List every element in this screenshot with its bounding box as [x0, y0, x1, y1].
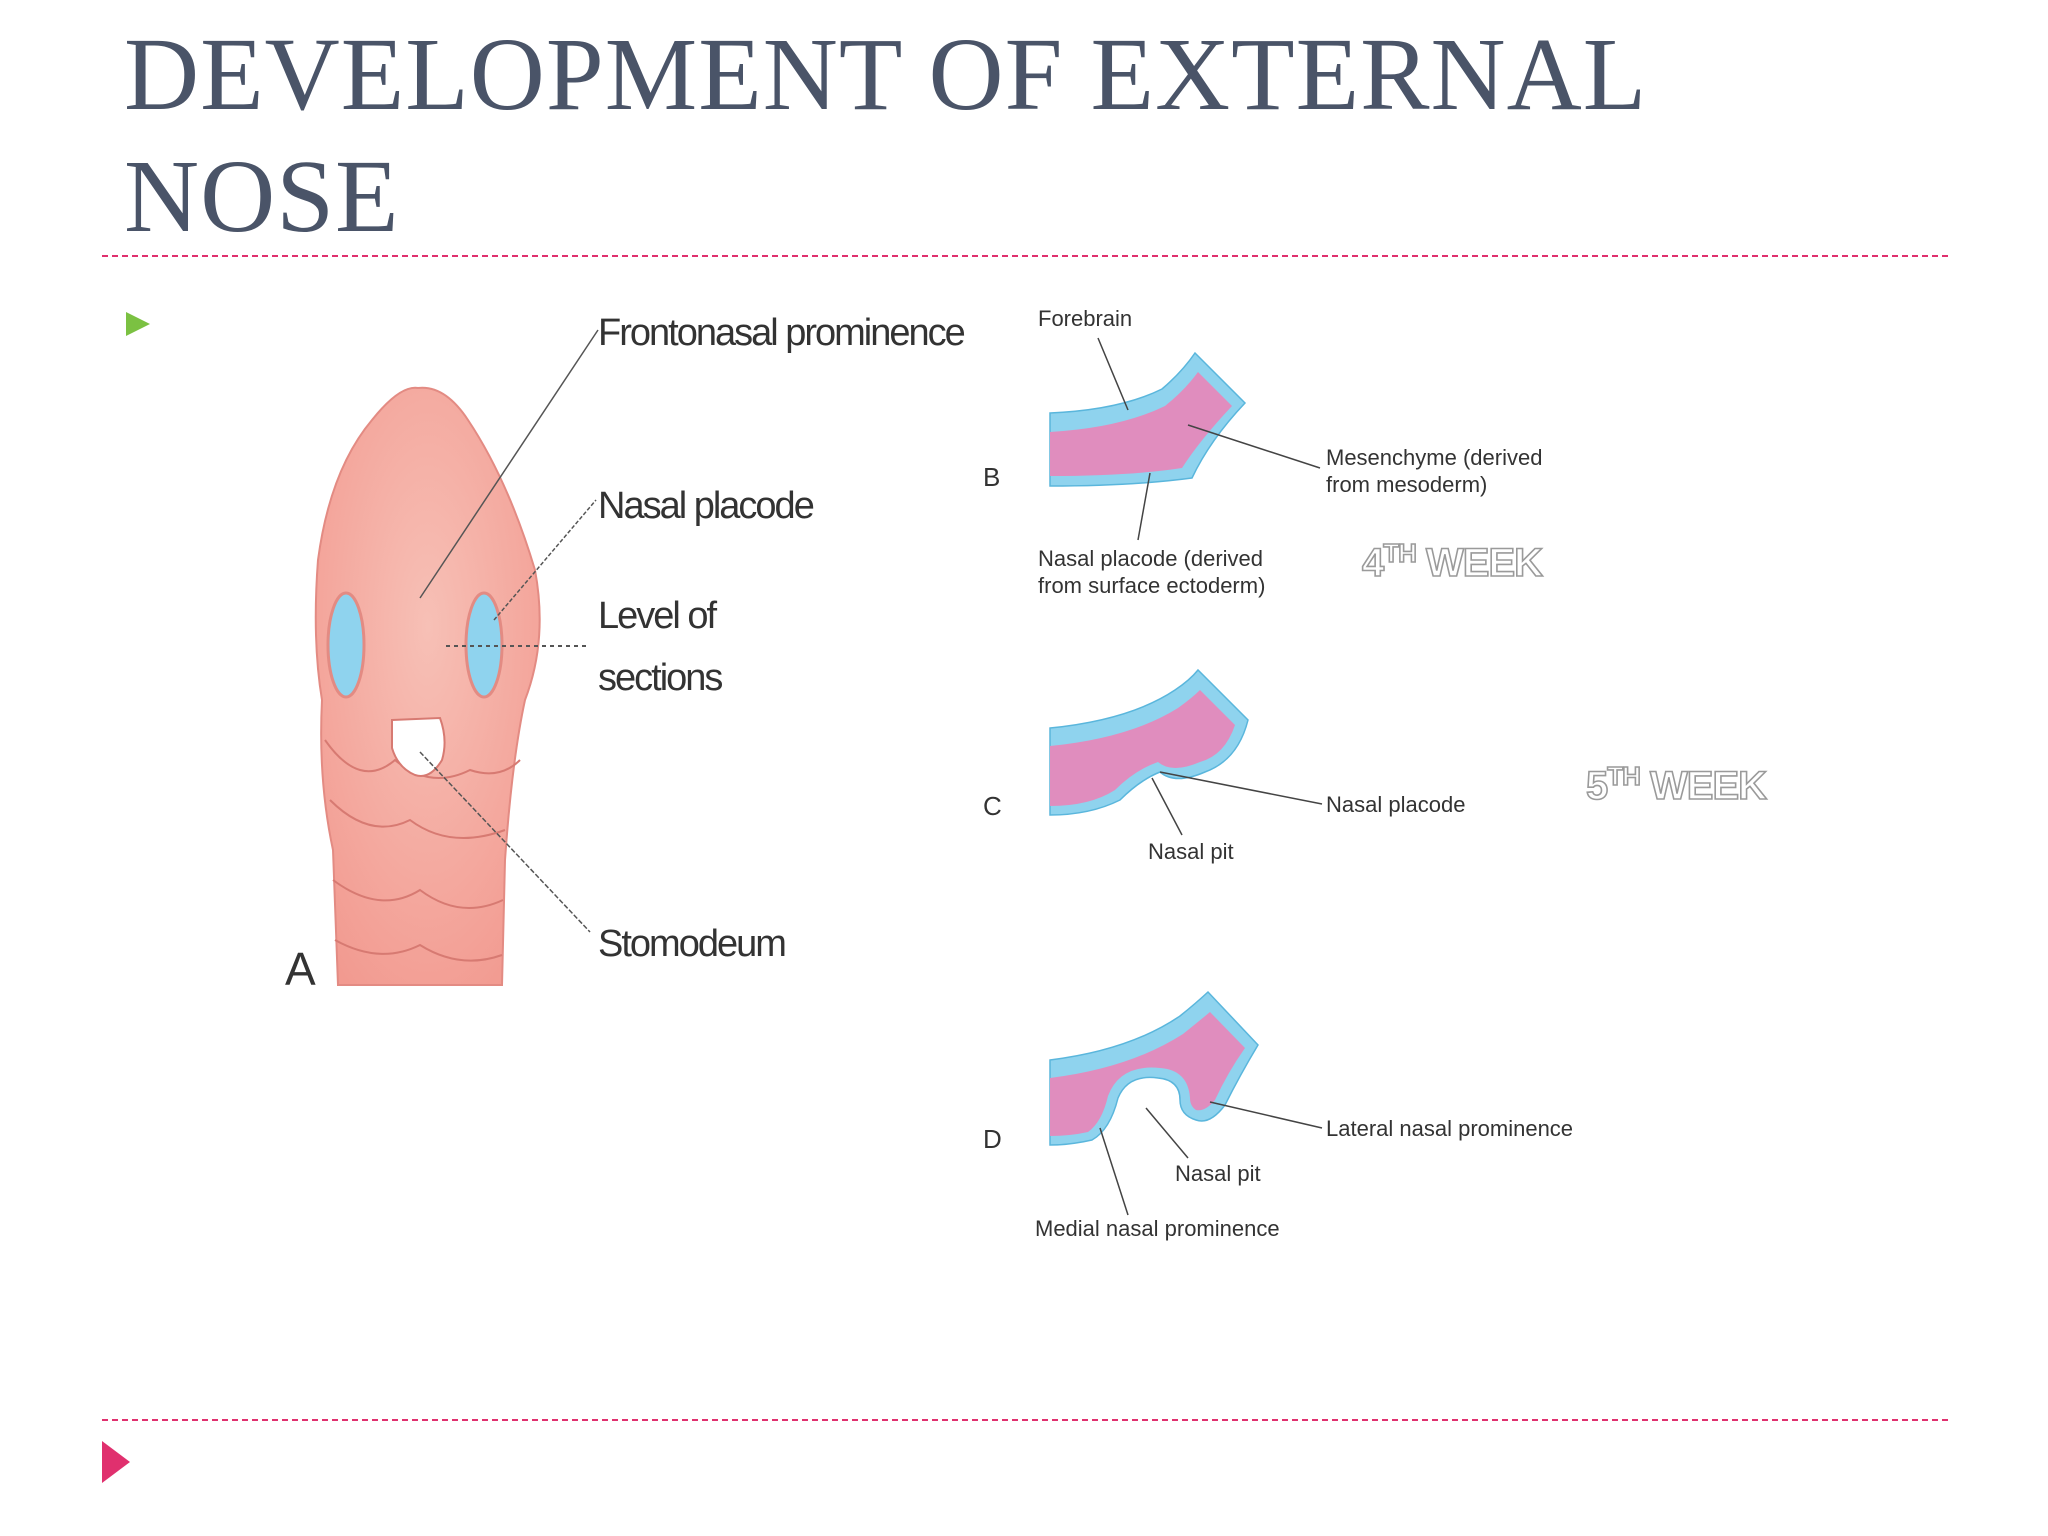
pharyngeal-arch-3: [332, 879, 504, 909]
panel-d: Lateral nasal prominence Nasal pit Media…: [983, 990, 1573, 1241]
label-sections: sections: [598, 657, 722, 699]
label-placode-b-2: from surface ectoderm): [1038, 573, 1265, 598]
panel-letter-b: B: [983, 462, 1000, 492]
label-nasal-pit-d: Nasal pit: [1175, 1161, 1261, 1186]
leader-mesenchyme: [1187, 424, 1321, 469]
leader-nasal-placode: [493, 499, 597, 621]
leader-frontonasal: [419, 329, 599, 599]
panel-a: Frontonasal prominence Nasal placode Lev…: [285, 312, 967, 995]
section-d-mesenchyme: [1050, 1012, 1245, 1136]
leader-pit-c: [1151, 777, 1183, 836]
panel-c: Nasal placode Nasal pit C 5TH WEEK: [983, 668, 1769, 864]
leader-stomodeum: [419, 751, 591, 933]
bullet-icon: [126, 312, 150, 336]
nasal-placode-left: [326, 591, 366, 699]
label-stomodeum: Stomodeum: [598, 923, 785, 965]
label-mesenchyme-2: from mesoderm): [1326, 472, 1487, 497]
title-divider: [102, 255, 1948, 257]
panel-letter-c: C: [983, 791, 1002, 821]
leader-forebrain: [1097, 337, 1129, 411]
week-4-badge: 4TH WEEK: [1362, 538, 1543, 585]
section-c-mesenchyme: [1050, 690, 1235, 806]
label-nasal-placode-c: Nasal placode: [1326, 792, 1465, 817]
label-placode-b-1: Nasal placode (derived: [1038, 546, 1263, 571]
label-nasal-placode-a: Nasal placode: [598, 485, 814, 527]
footer-arrow-icon: [102, 1441, 130, 1483]
label-nasal-pit-c: Nasal pit: [1148, 839, 1234, 864]
stomodeum-opening: [391, 716, 446, 777]
pharyngeal-arch-4: [334, 939, 503, 962]
label-frontonasal-prominence: Frontonasal prominence: [598, 312, 965, 354]
panel-letter-a: A: [285, 943, 316, 995]
leader-medial: [1099, 1127, 1129, 1216]
leader-placode-c: [1159, 771, 1323, 805]
label-lateral-nasal-prominence: Lateral nasal prominence: [1326, 1116, 1573, 1141]
footer-divider: [102, 1419, 1948, 1421]
label-level-of: Level of: [598, 595, 718, 637]
leader-pit-d: [1145, 1107, 1189, 1159]
label-medial-nasal-prominence: Medial nasal prominence: [1035, 1216, 1280, 1241]
leader-placode-b: [1137, 472, 1151, 541]
leader-lateral: [1209, 1101, 1323, 1129]
label-mesenchyme-1: Mesenchyme (derived: [1326, 445, 1542, 470]
slide-title: DEVELOPMENT OF EXTERNAL NOSE: [124, 17, 1644, 254]
section-b-mesenchyme: [1050, 372, 1232, 476]
panel-letter-d: D: [983, 1124, 1002, 1154]
panel-b: Forebrain Mesenchyme (derived from mesod…: [983, 306, 1545, 598]
week-5-badge: 5TH WEEK: [1586, 761, 1767, 808]
pharyngeal-arch-2: [329, 799, 506, 839]
label-forebrain: Forebrain: [1038, 306, 1132, 331]
